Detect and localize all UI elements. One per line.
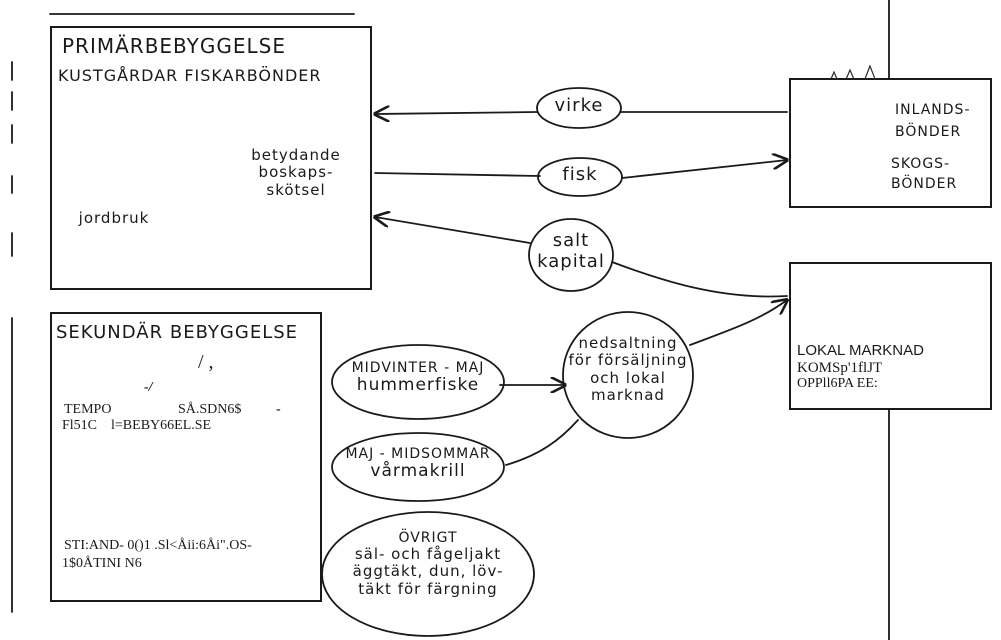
- permanent-settlement-row-2: 1$0ÅTINI N6: [62, 556, 142, 571]
- fisk-label: fisk: [562, 164, 598, 185]
- sales-bubble-text: nedsaltning för försäljning och lokal ma…: [568, 334, 688, 404]
- market-line-3: OPPll6PA EE:: [797, 376, 878, 391]
- market-line-2: KOMSp'1flJT: [797, 360, 883, 376]
- permanent-settlement-row-1: STI:AND- 0()1 .Sl<Åii:6Åi".OS-: [64, 538, 252, 553]
- inland-label-3: SKOGS-: [891, 156, 951, 172]
- farming-bubble-text: jordbruk: [78, 209, 150, 227]
- temporary-settlement-word-2: SÅ.SDN6$: [178, 402, 242, 417]
- primary-title: PRIMÄRBEBYGGELSE: [62, 34, 286, 58]
- salt-capital-label: salt kapital: [537, 230, 605, 272]
- inland-label-1: INLANDS-: [895, 102, 971, 118]
- secondary-mark-2: -/: [144, 380, 153, 395]
- primary-subtitle: KUSTGÅRDAR FISKARBÖNDER: [58, 66, 322, 85]
- other-bubble-text: ÖVRIGT säl- och fågeljakt äggtäkt, dun, …: [352, 530, 504, 598]
- livestock-bubble-text: betydande boskaps- skötsel: [251, 146, 341, 199]
- fisk-ellipse: [537, 157, 623, 197]
- temporary-settlement-word-1: TEMPO: [64, 402, 112, 417]
- temporary-settlement-word-3: -: [276, 402, 281, 417]
- inland-label-4: BÖNDER: [891, 176, 958, 192]
- temporary-settlement-row-2: Fl51C l=BEBY66EL.SE: [62, 418, 212, 433]
- primary-settlement-box: PRIMÄRBEBYGGELSE KUSTGÅRDAR FISKARBÖNDER: [50, 26, 372, 290]
- sales-ellipse: [562, 311, 694, 439]
- salt-arrow: [611, 261, 788, 298]
- inland-label-2: BÖNDER: [895, 124, 962, 140]
- virke-label: virke: [554, 95, 604, 116]
- summer-to-sales-arrow: [505, 419, 579, 466]
- summer-ellipse: [331, 432, 505, 502]
- other-ellipse: [321, 511, 535, 637]
- secondary-mark-1: / ,: [198, 351, 214, 373]
- winter-bubble-text: MIDVINTER - MAJ hummerfiske: [351, 360, 485, 396]
- secondary-settlement-box: SEKUNDÄR BEBYGGELSE / , -/ TEMPO SÅ.SDN6…: [50, 312, 322, 602]
- winter-ellipse: [331, 344, 505, 420]
- inland-farmers-box: INLANDS- BÖNDER SKOGS- BÖNDER: [789, 78, 992, 208]
- local-market-box: LOKAL MARKNAD KOMSp'1flJT OPPll6PA EE:: [789, 262, 992, 410]
- fisk-arrow: [374, 172, 541, 177]
- sales-to-market-arrow: [689, 300, 787, 346]
- secondary-title: SEKUNDÄR BEBYGGELSE: [56, 322, 299, 343]
- virke-ellipse: [536, 87, 622, 129]
- summer-bubble-text: MAJ - MIDSOMMAR vårmakrill: [345, 446, 491, 482]
- salt-ellipse: [528, 218, 614, 292]
- market-title: LOKAL MARKNAD: [797, 342, 924, 359]
